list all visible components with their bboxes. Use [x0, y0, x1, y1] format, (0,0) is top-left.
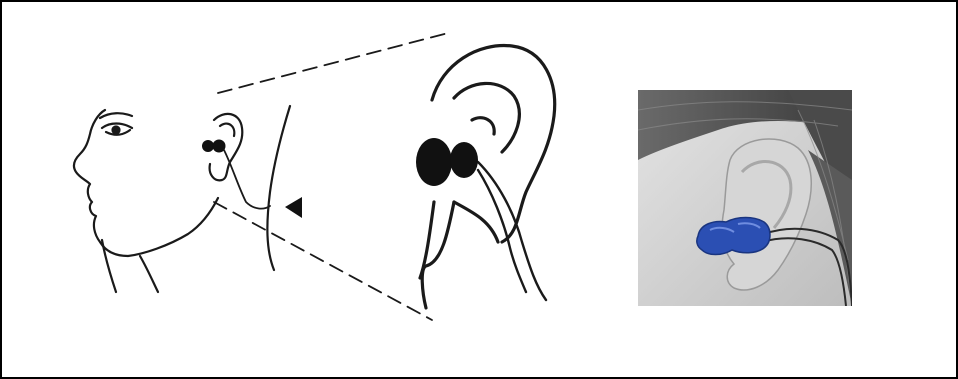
ear-photo-drawing	[638, 90, 852, 306]
zoom-lines	[214, 32, 452, 320]
left-arrow-icon	[285, 197, 302, 218]
ear-closeup-icon	[416, 46, 555, 308]
head-profile-icon	[74, 106, 290, 292]
ear-photo-icon	[638, 90, 852, 306]
